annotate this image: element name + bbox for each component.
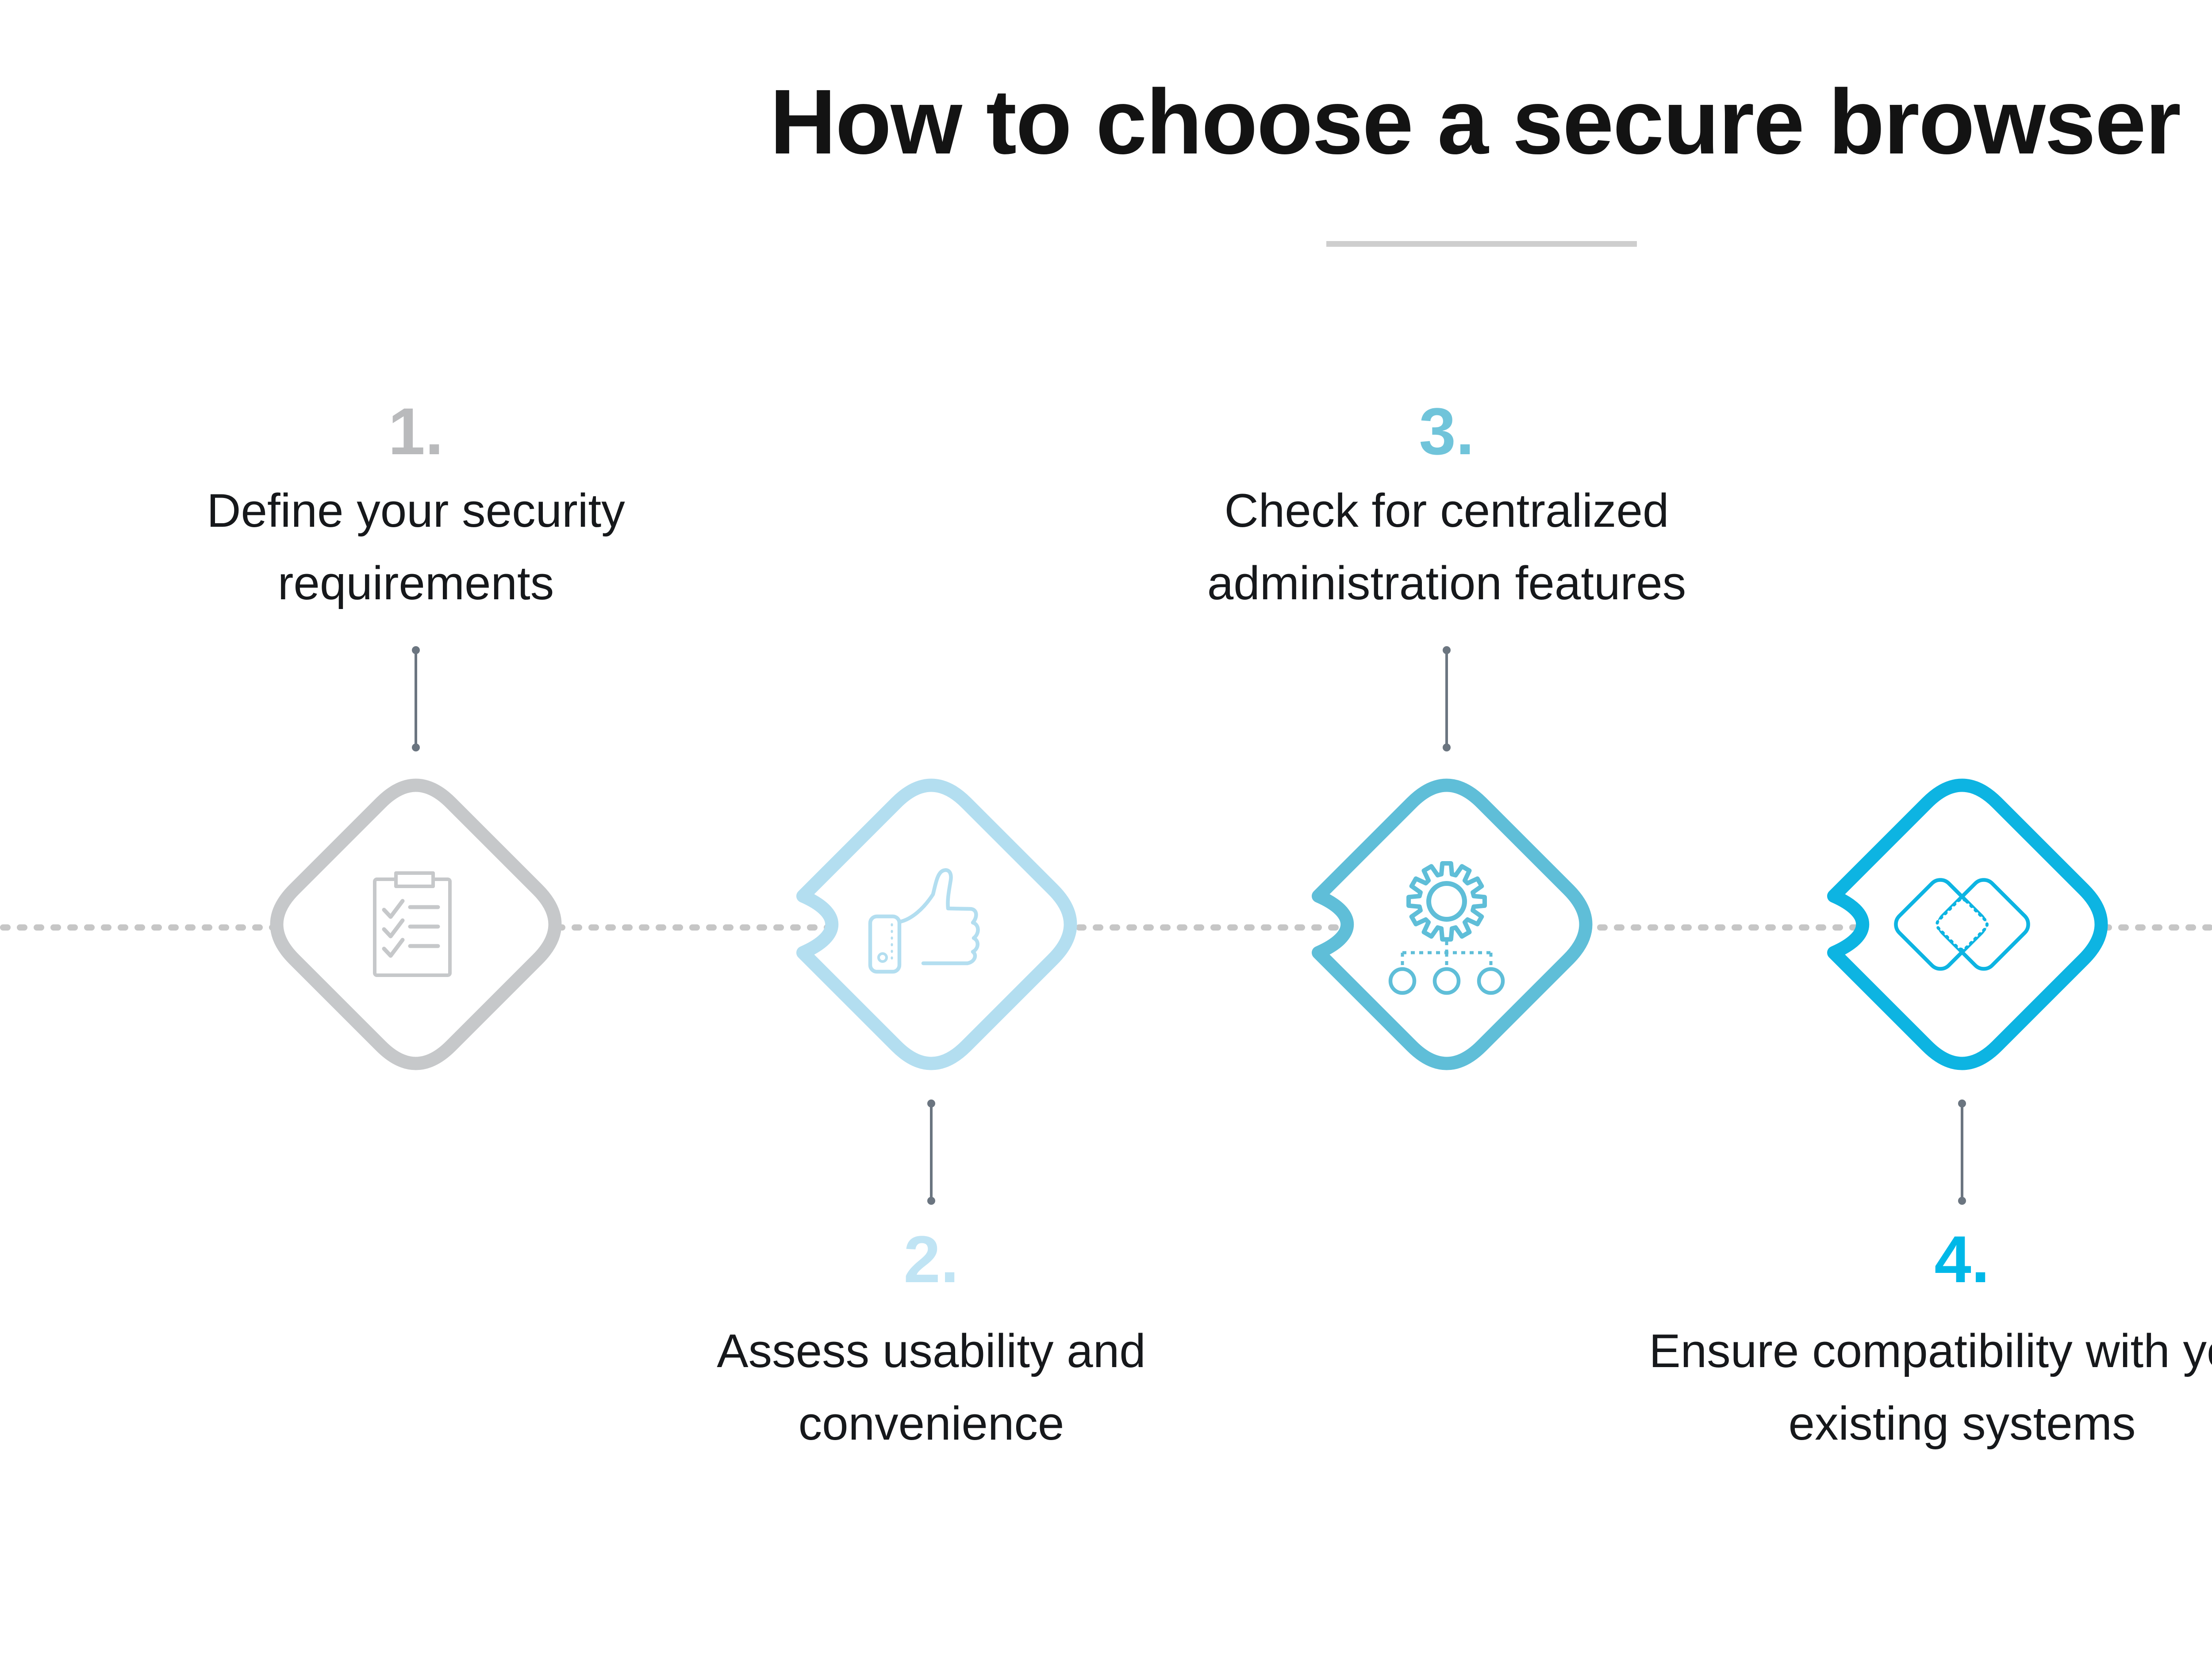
step-number: 5. (2079, 398, 2212, 464)
overlapping-squares-icon (1894, 878, 2030, 971)
page-title: How to choose a secure browser (769, 71, 2181, 173)
step-connector-line (1443, 646, 1451, 751)
step-label: Assess usability and convenience (717, 1324, 1146, 1450)
step-label: Check for centralized administration fea… (1207, 484, 1686, 609)
title-underline (1326, 241, 1637, 247)
thumbs-up-icon (868, 868, 980, 974)
step-diamond (270, 778, 562, 1070)
step-number: 2. (903, 1222, 959, 1296)
step-number: 1. (388, 394, 444, 468)
step-number: 4. (1934, 1222, 1990, 1296)
step-diamond (796, 778, 1077, 1070)
step-diamond (1312, 778, 1593, 1070)
step-label: Ensure compatibility with your existing … (1649, 1324, 2212, 1450)
step-number: 3. (1419, 394, 1475, 468)
step-label: Define your security requirements (207, 484, 625, 609)
step-connector-line (412, 646, 420, 751)
step-diamond (1827, 778, 2108, 1070)
step-label: Consider the vendor's support and expert… (2035, 474, 2212, 619)
step-connector-line (927, 1100, 935, 1205)
step-connector-line (1958, 1100, 1966, 1205)
gear-hierarchy-icon (1388, 861, 1505, 995)
checklist-clipboard-icon (373, 871, 452, 977)
